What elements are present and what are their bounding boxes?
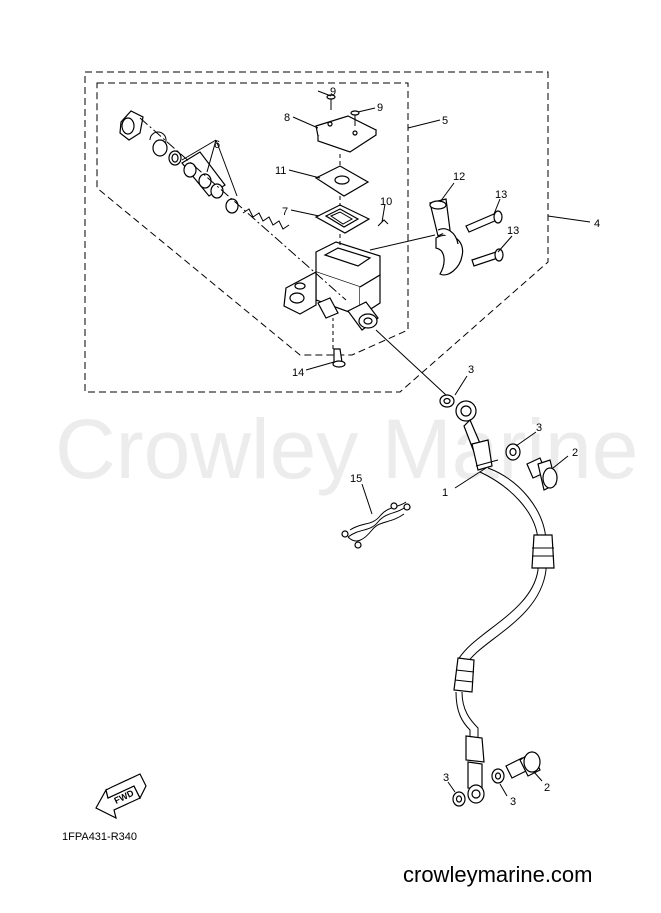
fwd-arrow-icon: FWD xyxy=(95,773,147,820)
callout-9a: 9 xyxy=(330,86,336,98)
callout-15: 15 xyxy=(350,473,362,485)
washer-3d xyxy=(491,768,505,784)
screw-9a xyxy=(326,94,336,110)
callout-14: 14 xyxy=(292,367,304,379)
callout-12: 12 xyxy=(453,171,465,183)
callout-2b: 2 xyxy=(544,782,550,794)
callout-3a: 3 xyxy=(468,364,474,376)
callout-4: 4 xyxy=(594,218,600,230)
washer-3a xyxy=(439,394,455,408)
callout-8: 8 xyxy=(284,112,290,124)
screw-9b xyxy=(350,110,360,126)
callout-6: 6 xyxy=(214,139,220,151)
bolt-13b xyxy=(471,248,504,267)
diaphragm xyxy=(314,204,371,234)
callout-2a: 2 xyxy=(572,447,578,459)
pin-10 xyxy=(377,219,389,227)
bolt-14 xyxy=(332,348,346,368)
union-bolt-2b xyxy=(505,751,541,779)
reservoir-cap xyxy=(315,115,378,153)
callout-13b: 13 xyxy=(507,225,519,237)
callout-13a: 13 xyxy=(495,189,507,201)
callout-7: 7 xyxy=(282,206,288,218)
brake-hose xyxy=(453,400,555,804)
callout-9b: 9 xyxy=(377,102,383,114)
piston-kit xyxy=(119,110,290,230)
cap-plate xyxy=(314,165,370,197)
callout-1: 1 xyxy=(442,487,448,499)
callout-5: 5 xyxy=(442,115,448,127)
assembly-boundary-outer xyxy=(84,71,549,393)
hose-clip-15 xyxy=(341,501,411,549)
holder-12 xyxy=(429,198,464,276)
assembly-boundary-inner xyxy=(96,82,409,356)
callout-11: 11 xyxy=(275,165,286,177)
callout-3b: 3 xyxy=(536,422,542,434)
union-bolt-2a xyxy=(526,457,558,491)
callout-10: 10 xyxy=(380,196,392,208)
washer-3c xyxy=(452,791,466,807)
callout-3c: 3 xyxy=(443,772,449,784)
diagram-code: 1FPA431-R340 xyxy=(62,831,137,843)
site-url[interactable]: crowleymarine.com xyxy=(403,862,593,887)
master-cylinder-body xyxy=(283,241,381,331)
callout-3d: 3 xyxy=(510,796,516,808)
washer-3b xyxy=(505,443,521,461)
leader-lines xyxy=(181,90,591,797)
bolt-13a xyxy=(465,210,503,233)
